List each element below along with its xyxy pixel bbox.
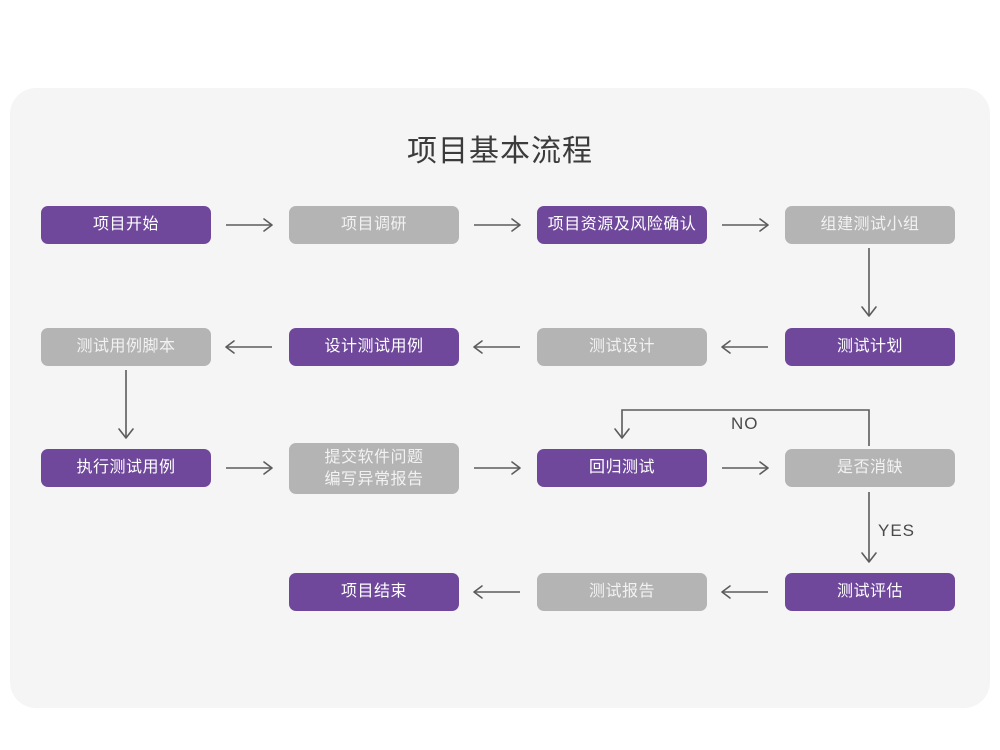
node-test-evaluation[interactable]: 测试评估 (785, 573, 955, 611)
node-label: 设计测试用例 (324, 338, 424, 355)
node-build-test-team[interactable]: 组建测试小组 (785, 206, 955, 244)
node-resource-risk-confirm[interactable]: 项目资源及风险确认 (537, 206, 707, 244)
node-label: 项目资源及风险确认 (547, 216, 697, 233)
node-label: 项目结束 (340, 583, 407, 600)
node-label: 组建测试小组 (820, 216, 920, 233)
node-design-test-case[interactable]: 设计测试用例 (289, 328, 459, 366)
node-label: 测试用例脚本 (76, 338, 176, 355)
node-label: 执行测试用例 (76, 459, 176, 476)
node-project-research[interactable]: 项目调研 (289, 206, 459, 244)
node-label: 项目调研 (340, 216, 407, 233)
node-execute-test-case[interactable]: 执行测试用例 (41, 449, 211, 487)
node-label: 回归测试 (588, 459, 655, 476)
node-label: 测试计划 (836, 338, 903, 355)
page-title: 项目基本流程 (407, 135, 593, 168)
node-test-design[interactable]: 测试设计 (537, 328, 707, 366)
node-test-plan[interactable]: 测试计划 (785, 328, 955, 366)
flowchart-card (10, 88, 990, 708)
node-label: 测试报告 (588, 583, 655, 600)
node-label: 测试评估 (836, 583, 903, 600)
node-project-start[interactable]: 项目开始 (41, 206, 211, 244)
node-label: 是否消缺 (836, 459, 903, 476)
node-label: 提交软件问题 编写异常报告 (324, 448, 424, 488)
node-regression-test[interactable]: 回归测试 (537, 449, 707, 487)
edge-label-yes: YES (878, 521, 916, 540)
node-label: 项目开始 (92, 216, 159, 233)
edge-label-no: NO (731, 414, 759, 433)
node-label: 测试设计 (588, 338, 655, 355)
node-test-report[interactable]: 测试报告 (537, 573, 707, 611)
node-project-end[interactable]: 项目结束 (289, 573, 459, 611)
node-submit-issue-report[interactable]: 提交软件问题 编写异常报告 (289, 443, 459, 494)
node-defect-resolved[interactable]: 是否消缺 (785, 449, 955, 487)
node-test-case-script[interactable]: 测试用例脚本 (41, 328, 211, 366)
